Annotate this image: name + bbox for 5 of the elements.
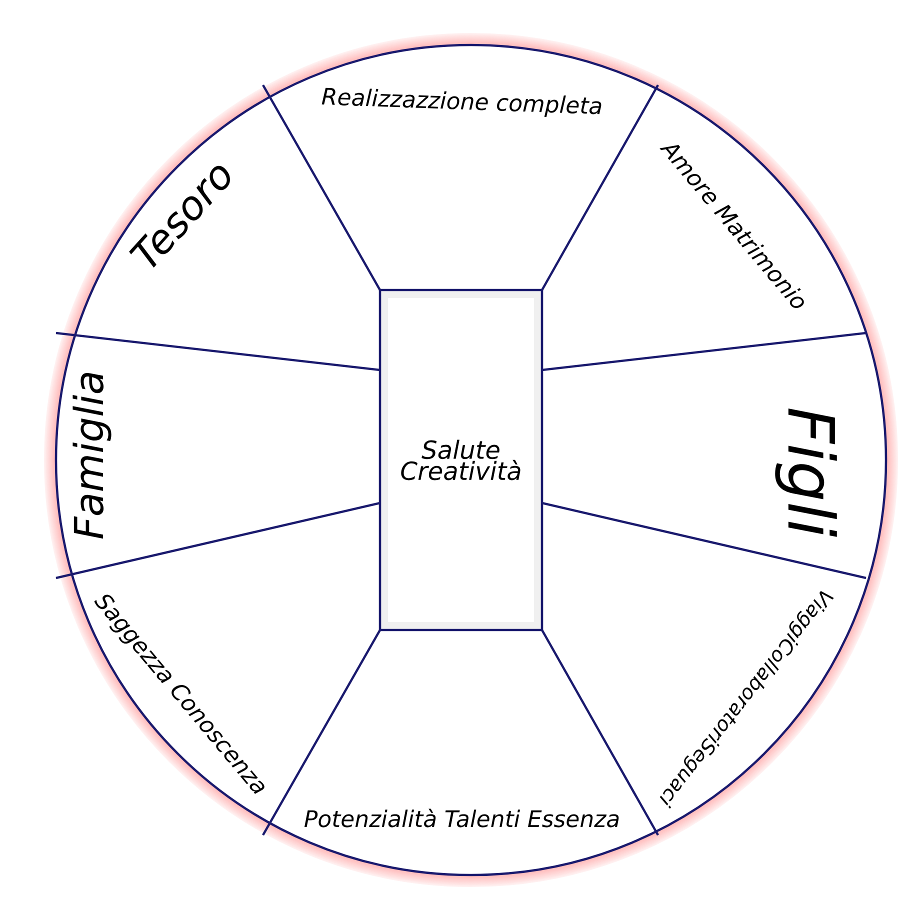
center-box: Salute Creatività xyxy=(378,288,544,632)
sector-label: Figli xyxy=(775,408,837,537)
sector-label: Potenzialità Talenti Essenza xyxy=(304,808,619,828)
sector-label: Famiglia xyxy=(72,373,112,539)
sector-label: Realizzazzione completa xyxy=(322,88,602,118)
